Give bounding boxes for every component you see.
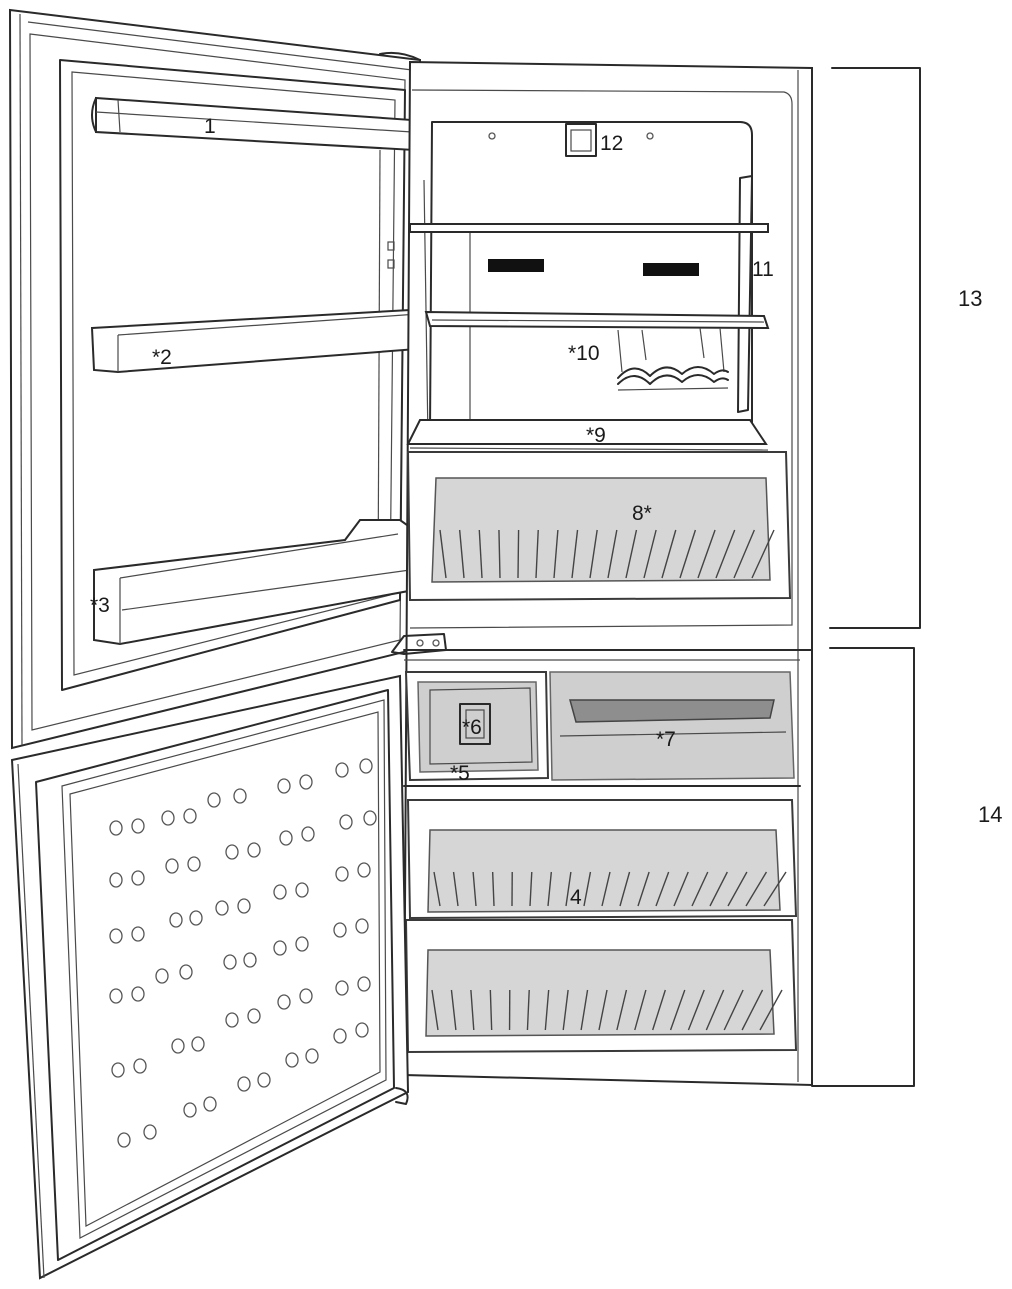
callout-10: *10 <box>568 342 600 365</box>
callout-5: *5 <box>450 762 470 785</box>
zone-bracket-fridge <box>830 68 920 628</box>
zone-label-14: 14 <box>978 802 1002 827</box>
callout-3: *3 <box>90 594 110 617</box>
callout-9: *9 <box>586 424 606 447</box>
drawer-rib <box>518 530 519 578</box>
callout-12: 12 <box>600 132 623 155</box>
callout-11: 11 <box>752 258 774 281</box>
zone-bracket-freezer <box>812 648 914 1086</box>
callout-6: *6 <box>462 716 482 739</box>
callout-7: *7 <box>656 728 676 751</box>
zone-label-13: 13 <box>958 286 982 311</box>
callout-2: *2 <box>152 346 172 369</box>
callout-4: 4 <box>570 886 582 909</box>
callout-8: 8* <box>632 502 652 525</box>
freezer-drawer-upper <box>408 800 796 918</box>
freezer-drawer-lower <box>406 920 796 1052</box>
freezer-door <box>12 676 408 1278</box>
crisper-drawer <box>408 452 790 600</box>
freezer-top-drawer <box>550 672 794 780</box>
callout-1: 1 <box>204 115 216 138</box>
